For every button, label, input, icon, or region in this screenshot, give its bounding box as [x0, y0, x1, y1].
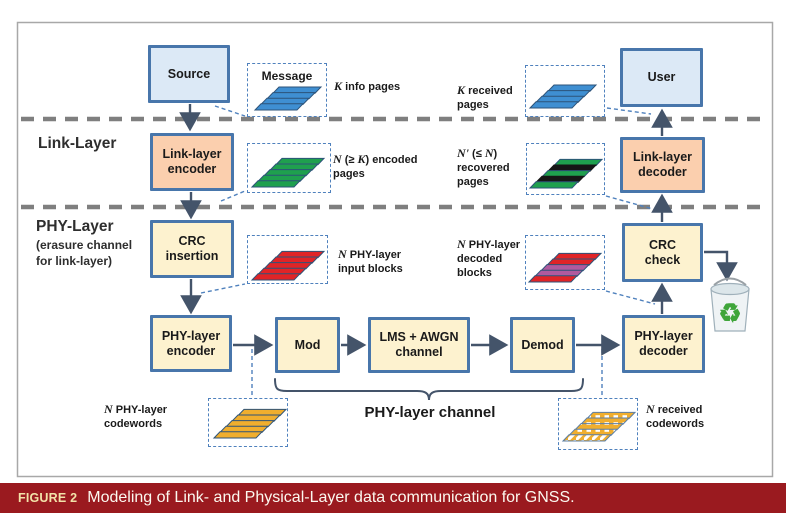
- mod-label: Mod: [294, 337, 321, 352]
- link-layer-label: Link-Layer: [38, 135, 117, 152]
- crc-insertion-box: CRC insertion: [150, 220, 234, 278]
- n-received-codewords-label: N received codewords: [646, 402, 705, 430]
- phy-decoder-box: PHY-layer decoder: [622, 315, 705, 373]
- page-bar: [561, 434, 613, 442]
- stack-message-pages: [253, 86, 323, 111]
- crc-check-box: CRC check: [622, 223, 703, 282]
- message-label: Message: [261, 69, 313, 83]
- source-box: Source: [148, 45, 230, 103]
- recovered-pages-box: [526, 143, 605, 195]
- phy-decoder-label: PHY-layer decoder: [634, 329, 693, 358]
- mod-box: Mod: [275, 317, 340, 373]
- k-received-pages-label: K received pages: [457, 83, 513, 111]
- page-bar: [250, 273, 302, 281]
- figure-caption: Modeling of Link- and Physical-Layer dat…: [87, 489, 575, 506]
- phy-layer-sublabel: (erasure channel for link-layer): [36, 238, 133, 268]
- figure-frame: [16, 21, 774, 478]
- source-label: Source: [167, 66, 211, 81]
- channel-label: LMS + AWGN channel: [379, 330, 459, 359]
- caption-bar: FIGURE 2 Modeling of Link- and Physical-…: [0, 483, 786, 513]
- page-stacks: [212, 84, 637, 442]
- input-blocks-box: [247, 235, 328, 284]
- link-decoder-box: Link-layer decoder: [620, 137, 705, 193]
- connector-decoded-blocks: [605, 290, 656, 305]
- received-pages-box: [525, 65, 605, 117]
- demod-box: Demod: [510, 317, 575, 373]
- link-decoder-label: Link-layer decoder: [632, 150, 693, 179]
- stack-encoded-pages: [250, 157, 326, 188]
- crc-insertion-label: CRC insertion: [165, 234, 219, 263]
- phy-channel-label: PHY-layer channel: [364, 404, 496, 421]
- stack-decoded-blocks: [527, 252, 603, 283]
- stack-codewords: [212, 408, 288, 439]
- n-encoded-pages-label: N (≥ K) encoded pages: [333, 152, 418, 180]
- connector-source-message: [214, 105, 246, 117]
- phy-layer-label: PHY-Layer: [36, 218, 114, 235]
- phy-channel-brace: [274, 378, 584, 401]
- n-recovered-pages-label: N' (≤ N) recovered pages: [457, 146, 510, 188]
- decoded-blocks-box: [525, 235, 605, 290]
- arrow-crc-check-to-bin: [704, 250, 738, 282]
- connector-encoder-encoded-pages: [220, 190, 246, 202]
- channel-box: LMS + AWGN channel: [368, 317, 470, 373]
- stack-received-pages: [528, 84, 598, 109]
- n-codewords-label: N PHY-layer codewords: [104, 402, 168, 430]
- connector-recovered-pages: [605, 195, 654, 210]
- page-bar: [250, 180, 302, 188]
- recycle-bin-icon: ♻: [710, 277, 750, 332]
- page-bar: [527, 275, 579, 283]
- received-codewords-box: [558, 398, 638, 450]
- flow-arrows: [179, 104, 738, 356]
- page-bar: [528, 181, 580, 189]
- svg-text:♻: ♻: [718, 298, 741, 328]
- phy-encoder-box: PHY-layer encoder: [150, 315, 232, 372]
- figure-number: FIGURE 2: [18, 491, 78, 505]
- codewords-box: [208, 398, 288, 447]
- message-pages-box: [247, 63, 327, 117]
- stack-connectors: [200, 105, 656, 396]
- stack-received-codewords: [561, 411, 637, 442]
- stack-recovered-pages: [528, 158, 604, 189]
- demod-label: Demod: [521, 337, 564, 352]
- k-info-pages-label: K info pages: [334, 79, 401, 93]
- link-encoder-label: Link-layer encoder: [162, 147, 222, 176]
- connector-crc-input-blocks: [200, 283, 246, 294]
- phy-encoder-label: PHY-layer encoder: [161, 328, 221, 358]
- page-bar: [253, 103, 305, 111]
- page-bar: [212, 431, 264, 439]
- link-encoder-box: Link-layer encoder: [150, 133, 234, 191]
- page-bar: [528, 101, 580, 109]
- user-label: User: [647, 70, 676, 84]
- connector-received-pages: [606, 107, 652, 115]
- user-box: User: [620, 48, 703, 107]
- n-input-blocks-label: N PHY-layer input blocks: [338, 247, 403, 275]
- stack-input-blocks: [250, 250, 326, 281]
- crc-check-label: CRC check: [644, 237, 681, 267]
- encoded-pages-box: [247, 143, 331, 193]
- n-decoded-blocks-label: N PHY-layer decoded blocks: [457, 237, 521, 279]
